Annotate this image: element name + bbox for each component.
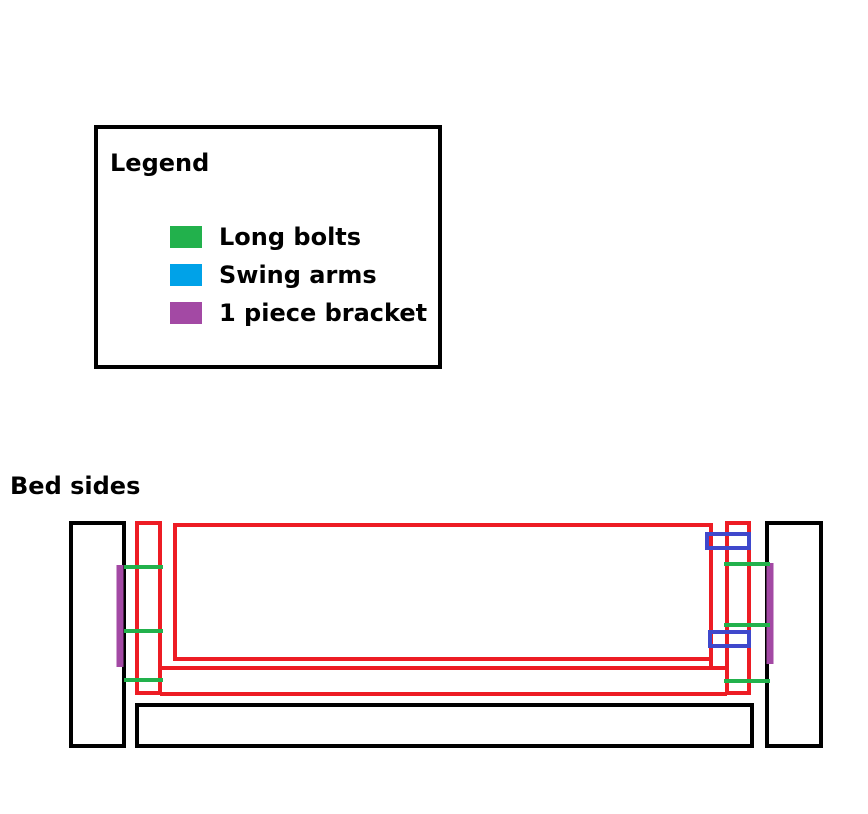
right-bed-side (765, 521, 823, 748)
swing-arm-bottom (708, 630, 751, 648)
legend-label: 1 piece bracket (219, 299, 428, 327)
legend-label: Long bolts (219, 223, 362, 251)
bottom-rail (135, 703, 754, 748)
swing-arm-top (705, 532, 751, 550)
right-frame-post (725, 521, 751, 695)
long-bolts-swatch (170, 226, 202, 248)
legend-item-bracket: 1 piece bracket (170, 299, 427, 327)
lower-frame-rail (160, 659, 727, 696)
legend-item-swing-arms: Swing arms (170, 261, 377, 289)
swing-arms-swatch (170, 264, 202, 286)
legend-label: Swing arms (219, 261, 377, 289)
left-bed-side (69, 521, 126, 748)
bed-sides-label: Bed sides (10, 472, 141, 500)
legend-box: Legend Long bolts Swing arms 1 piece bra… (94, 125, 442, 369)
bracket-swatch (170, 302, 202, 324)
headboard-panel (173, 523, 713, 661)
left-frame-post (135, 521, 162, 695)
legend-item-long-bolts: Long bolts (170, 223, 361, 251)
legend-title: Legend (110, 149, 210, 177)
